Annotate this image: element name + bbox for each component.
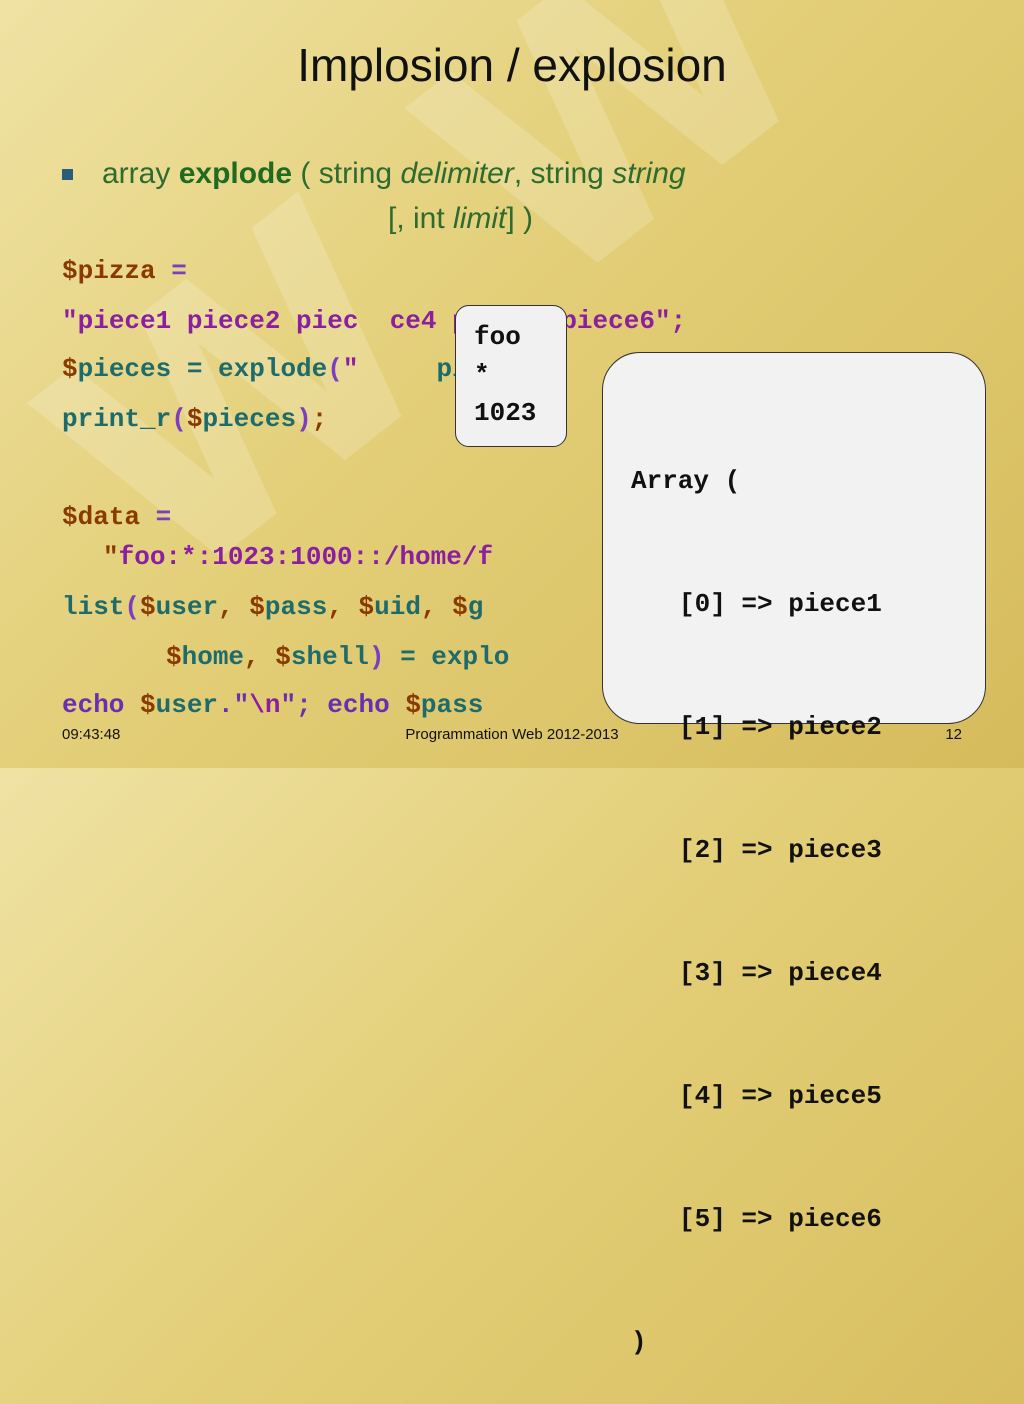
foo-callout-box: foo * 1023: [455, 305, 567, 447]
array-item: [5] => piece6: [679, 1204, 882, 1234]
array-item: [2] => piece3: [679, 835, 882, 865]
footer-page-number: 12: [945, 726, 962, 743]
array-item: [4] => piece5: [679, 1081, 882, 1111]
code-line: list($user, $pass, $uid, $g: [62, 592, 484, 622]
array-item: [3] => piece4: [679, 958, 882, 988]
bullet-explode-signature: array explode ( string delimiter, string…: [62, 152, 686, 196]
slide-title: Implosion / explosion: [297, 39, 727, 91]
square-bullet-icon: [62, 169, 73, 180]
array-item: [1] => piece2: [679, 712, 882, 742]
code-line: echo $user."\n"; echo $pass: [62, 690, 484, 720]
code-line: $home, $shell) = explo: [166, 642, 510, 672]
code-line: "piece1 piece2 piec ce4 piece5 piece6";: [62, 306, 687, 336]
array-output-box: Array ( [0] => piece1 [1] => piece2 [2] …: [602, 352, 986, 1357]
footer-time: 09:43:48: [62, 726, 121, 743]
code-line: print_r($pieces);: [62, 404, 328, 434]
code-line: $data =: [62, 502, 172, 532]
code-line: "foo:*:1023:1000::/home/f: [103, 542, 494, 572]
array-item: [0] => piece1: [679, 589, 882, 619]
code-line: $pieces = explode(" piz: [62, 354, 483, 384]
code-line: $pizza =: [62, 256, 187, 286]
bullet-explode-signature-cont: [, int limit] ): [388, 202, 534, 235]
footer-course: Programmation Web 2012-2013: [405, 726, 619, 743]
